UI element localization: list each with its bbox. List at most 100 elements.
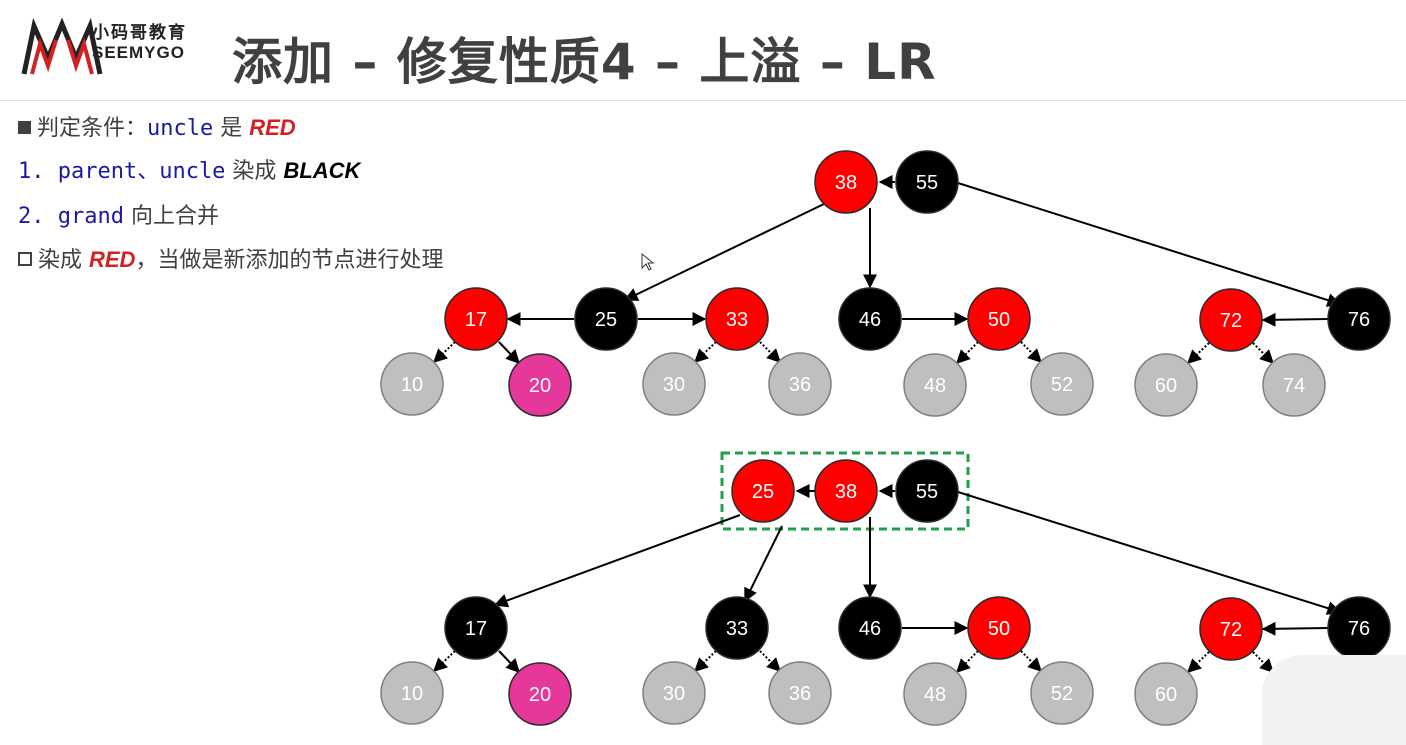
node-circle bbox=[768, 661, 832, 725]
node-label: 36 bbox=[789, 683, 811, 705]
node-label: 48 bbox=[924, 375, 946, 397]
node-label: 55 bbox=[916, 172, 938, 194]
top-node-38: 38 bbox=[814, 150, 878, 214]
node-circle bbox=[574, 287, 638, 351]
node-circle bbox=[838, 596, 902, 660]
tree-nodes: 38 55 17 25 33 46 50 72 76 10 20 30 36 48 52 60 74 25 38 55… bbox=[380, 150, 1391, 726]
node-circle bbox=[895, 150, 959, 214]
hollow-square-bullet-icon bbox=[18, 252, 32, 266]
node-label: 17 bbox=[465, 618, 487, 640]
top-node-36: 36 bbox=[768, 352, 832, 416]
bottom-node-33: 33 bbox=[705, 596, 769, 660]
top-tree-edges bbox=[498, 175, 1342, 365]
node-circle bbox=[838, 287, 902, 351]
top-node-52: 52 bbox=[1030, 352, 1094, 416]
node-circle bbox=[1199, 597, 1263, 661]
node-label: 50 bbox=[988, 309, 1010, 331]
node-circle bbox=[768, 352, 832, 416]
step1-mid: 染成 bbox=[225, 159, 284, 184]
node-label: 36 bbox=[789, 374, 811, 396]
bullet-step3: 染成 RED，当做是新添加的节点进行处理 bbox=[18, 242, 443, 274]
node-label: 10 bbox=[401, 683, 423, 705]
bottom-tree-dotted-edges bbox=[432, 650, 1274, 673]
node-circle bbox=[642, 352, 706, 416]
bottom-node-25: 25 bbox=[731, 459, 795, 523]
node-label: 46 bbox=[859, 618, 881, 640]
node-circle bbox=[1199, 288, 1263, 352]
node-circle bbox=[814, 459, 878, 523]
bottom-node-36: 36 bbox=[768, 661, 832, 725]
bottom-node-52: 52 bbox=[1030, 661, 1094, 725]
top-node-76: 76 bbox=[1327, 287, 1391, 351]
node-label: 76 bbox=[1348, 618, 1370, 640]
corner-overlay bbox=[1262, 655, 1406, 745]
node-circle bbox=[1030, 661, 1094, 725]
node-label: 10 bbox=[401, 374, 423, 396]
node-label: 30 bbox=[663, 683, 685, 705]
node-label: 46 bbox=[859, 309, 881, 331]
step2-code: 2. grand bbox=[18, 204, 124, 229]
node-circle bbox=[705, 596, 769, 660]
step1-code: 1. parent、uncle bbox=[18, 159, 226, 184]
node-label: 72 bbox=[1220, 619, 1242, 641]
node-circle bbox=[380, 661, 444, 725]
step3-prefix: 染成 bbox=[38, 248, 89, 273]
top-node-55: 55 bbox=[895, 150, 959, 214]
step1-color: BLACK bbox=[283, 158, 361, 183]
node-label: 20 bbox=[529, 375, 551, 397]
node-label: 33 bbox=[726, 618, 748, 640]
condition-prefix: 判定条件： bbox=[37, 116, 148, 141]
condition-color: RED bbox=[249, 115, 296, 140]
filled-square-bullet-icon bbox=[18, 121, 31, 134]
node-circle bbox=[1327, 287, 1391, 351]
node-circle bbox=[444, 287, 508, 351]
node-circle bbox=[380, 352, 444, 416]
step3-suffix: ，当做是新添加的节点进行处理 bbox=[135, 248, 444, 273]
bottom-node-20: 20 bbox=[508, 662, 572, 726]
node-label: 48 bbox=[924, 684, 946, 706]
bottom-node-76: 76 bbox=[1327, 596, 1391, 660]
node-circle bbox=[705, 287, 769, 351]
node-circle bbox=[1262, 353, 1326, 417]
node-label: 38 bbox=[835, 481, 857, 503]
node-circle bbox=[508, 353, 572, 417]
step3-color: RED bbox=[89, 247, 136, 272]
node-circle bbox=[903, 353, 967, 417]
top-node-25: 25 bbox=[574, 287, 638, 351]
bottom-node-48: 48 bbox=[903, 662, 967, 726]
bullet-step1: 1. parent、uncle 染成 BLACK bbox=[18, 153, 360, 185]
node-label: 25 bbox=[595, 309, 617, 331]
node-label: 50 bbox=[988, 618, 1010, 640]
node-label: 72 bbox=[1220, 310, 1242, 332]
node-label: 20 bbox=[529, 684, 551, 706]
node-label: 17 bbox=[465, 309, 487, 331]
mouse-cursor-icon bbox=[641, 252, 655, 271]
node-label: 33 bbox=[726, 309, 748, 331]
top-node-30: 30 bbox=[642, 352, 706, 416]
node-circle bbox=[967, 596, 1031, 660]
node-label: 25 bbox=[752, 481, 774, 503]
top-node-10: 10 bbox=[380, 352, 444, 416]
node-circle bbox=[814, 150, 878, 214]
slide-header: 小码哥教育 SEEMYGO 添加 – 修复性质4 – 上溢 – LR bbox=[0, 0, 1406, 101]
condition-code: uncle bbox=[147, 116, 214, 141]
condition-mid: 是 bbox=[213, 116, 250, 141]
bottom-node-55: 55 bbox=[895, 459, 959, 523]
node-circle bbox=[508, 662, 572, 726]
node-circle bbox=[642, 661, 706, 725]
node-label: 74 bbox=[1283, 375, 1305, 397]
node-circle bbox=[1030, 352, 1094, 416]
top-node-20: 20 bbox=[508, 353, 572, 417]
node-circle bbox=[895, 459, 959, 523]
top-node-60: 60 bbox=[1134, 353, 1198, 417]
top-node-46: 46 bbox=[838, 287, 902, 351]
logo-english-text: SEEMYGO bbox=[92, 43, 185, 62]
bottom-node-60: 60 bbox=[1134, 662, 1198, 726]
logo-chinese-text: 小码哥教育 bbox=[92, 23, 187, 43]
node-label: 55 bbox=[916, 481, 938, 503]
node-label: 30 bbox=[663, 374, 685, 396]
bottom-node-46: 46 bbox=[838, 596, 902, 660]
top-node-72: 72 bbox=[1199, 288, 1263, 352]
bottom-node-10: 10 bbox=[380, 661, 444, 725]
page-title: 添加 – 修复性质4 – 上溢 – LR bbox=[232, 33, 937, 91]
